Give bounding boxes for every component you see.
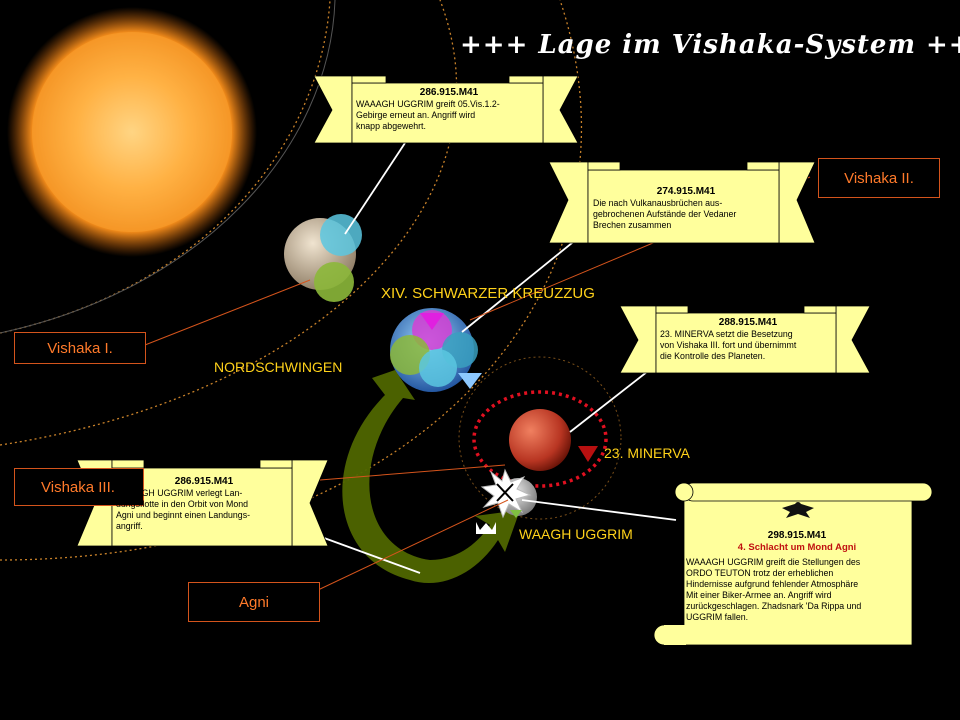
note-text: WAAAGH UGGRIM greift die Stellungen des … [686, 557, 862, 622]
orbit-shade [0, 0, 336, 334]
label-waagh: WAAGH UGGRIM [519, 526, 633, 542]
marker-blue-faction [419, 349, 457, 387]
label-agni: Agni [188, 582, 320, 622]
note-heading: 4. Schlacht um Mond Agni [737, 542, 857, 553]
label-vishaka-2: Vishaka II. [818, 158, 940, 198]
sun-core [32, 32, 232, 232]
blockade-ring [472, 390, 608, 488]
triangle-down-blue-icon [458, 373, 482, 389]
label-vishaka-1: Vishaka I. [14, 332, 146, 364]
label-vishaka-3: Vishaka III. [14, 468, 144, 506]
event-note: 274.915.M41 Die nach Vulkanausbrüchen au… [593, 186, 779, 231]
scroll-shape-3 [619, 305, 871, 374]
triangle-green-icon [510, 510, 522, 518]
note-date: 274.915.M41 [656, 186, 716, 197]
marker-green-faction [314, 262, 354, 302]
note-date: 286.915.M41 [419, 87, 479, 98]
scroll-shape-2 [548, 161, 816, 244]
label-nordschwingen: NORDSCHWINGEN [214, 359, 343, 375]
vishaka-3-planet [509, 409, 571, 471]
crown-icon [476, 522, 496, 534]
event-note: 286.915.M41 WAAAGH UGGRIM verlegt Lan- d… [116, 476, 292, 532]
page-title: +++ Lage im Vishaka-System +++ [460, 30, 960, 60]
triangle-down-red-icon [578, 446, 598, 462]
note-date: 298.915.M41 [767, 530, 827, 541]
label-crusade: XIV. SCHWARZER KREUZZUG [381, 285, 595, 302]
note-text: WAAAGH UGGRIM verlegt Lan- dungsflotte i… [116, 488, 251, 531]
label-minerva: 23. MINERVA [604, 445, 690, 461]
triangle-down-magenta-icon [420, 313, 444, 330]
event-note-main: 298.915.M41 4. Schlacht um Mond Agni WAA… [686, 530, 908, 623]
note-text: WAAAGH UGGRIM greift 05.Vis.1.2- Gebirge… [356, 99, 500, 131]
note-text: 23. MINERVA setzt die Besetzung von Vish… [660, 329, 797, 361]
sun [7, 7, 257, 257]
minerva-orbit [458, 356, 622, 520]
scroll-shape-1 [313, 75, 579, 144]
battle-burst-icon [480, 468, 532, 519]
note-text: Die nach Vulkanausbrüchen aus- gebrochen… [593, 198, 737, 230]
aquila-icon [782, 502, 814, 518]
event-note: 286.915.M41 WAAAGH UGGRIM greift 05.Vis.… [356, 87, 542, 132]
marker-blue-faction [320, 214, 362, 256]
note-date: 286.915.M41 [174, 476, 234, 487]
scroll-shape-5 [653, 482, 933, 646]
event-note: 288.915.M41 23. MINERVA setzt die Besetz… [660, 317, 836, 362]
note-date: 288.915.M41 [718, 317, 778, 328]
